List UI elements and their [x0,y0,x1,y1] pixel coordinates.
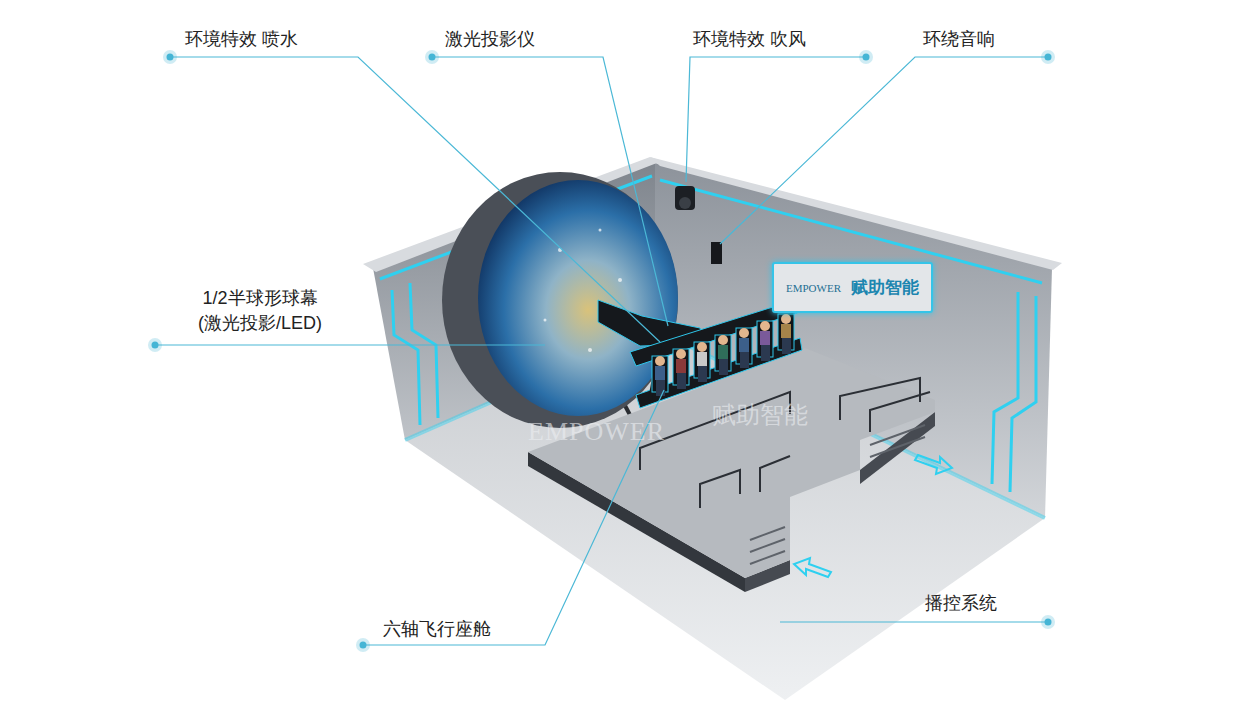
callout-label: 环绕音响 [923,27,995,52]
watermark: 赋助智能 [712,398,808,432]
callout-label: 1/2半球形球幕 (激光投影/LED) [168,286,352,336]
leader-line [155,57,1048,645]
fan [675,186,695,210]
callout-dot [148,50,1055,652]
callout-label: 环境特效 喷水 [185,27,298,52]
brand-name: EMPOWER [786,282,841,294]
callout-label: 播控系统 [925,591,997,616]
dome-screen [442,172,678,428]
room [363,157,1062,700]
sign-board: EMPOWER 赋助智能 [772,262,933,313]
brand-slogan: 赋助智能 [851,276,919,299]
floor-arrow [794,455,952,577]
platform [528,348,935,592]
callout-label: 激光投影仪 [445,27,535,52]
speaker [711,242,722,264]
wall-top [650,157,1062,270]
motion-cockpit [598,300,802,408]
callout-label: 六轴飞行座舱 [383,617,491,642]
watermark: EMPOWER [528,414,665,450]
fan [679,197,691,209]
callout-label: 环境特效 吹风 [693,27,806,52]
